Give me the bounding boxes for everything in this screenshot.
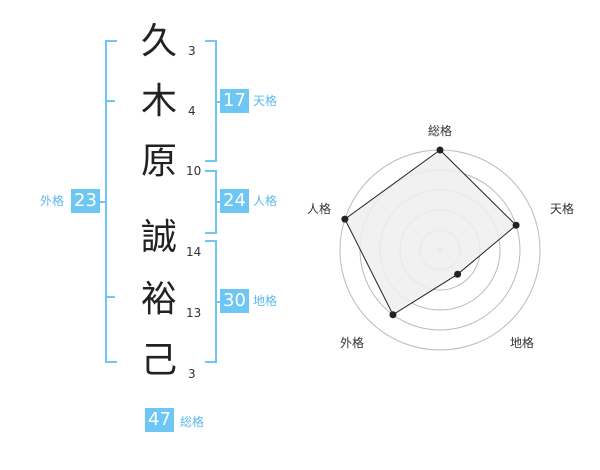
radar-point-2 (512, 221, 520, 229)
radar-series-shape (344, 149, 517, 316)
stroke-count-given-1: 14 (186, 245, 202, 259)
stroke-count-given-3: 3 (188, 367, 196, 381)
gaikaku-value-badge: 23 (71, 189, 100, 213)
tenkaku-label: 天格 (253, 94, 278, 108)
jinkaku-label: 人格 (253, 194, 278, 208)
kanji-given-2: 裕 (141, 279, 178, 320)
gaikaku-label: 外格 (40, 194, 65, 208)
gaikaku-bracket-connector (97, 201, 107, 203)
radar-point-5 (341, 215, 349, 223)
radar-point-1 (436, 146, 444, 154)
chikaku-value-badge: 30 (220, 289, 249, 313)
stroke-count-given-2: 13 (186, 306, 202, 320)
tenkaku-value-badge: 17 (220, 89, 249, 113)
chikaku-label: 地格 (253, 294, 278, 308)
soukaku-label: 総格 (180, 415, 205, 429)
radar-axis-label-5: 人格 (307, 202, 332, 216)
stroke-count-surname-2: 4 (188, 104, 196, 118)
kanji-surname-2: 木 (141, 81, 178, 122)
kanji-given-1: 誠 (141, 217, 178, 258)
kanji-surname-3: 原 (141, 141, 178, 182)
jinkaku-value-badge: 24 (220, 189, 249, 213)
tenkaku-bracket-connector (215, 101, 223, 103)
stroke-count-surname-3: 10 (186, 164, 202, 178)
radar-axis-label-1: 総格 (428, 124, 453, 138)
kanji-surname-1: 久 (141, 21, 178, 62)
stroke-count-surname-1: 3 (188, 44, 196, 58)
radar-axis-label-3: 地格 (510, 336, 535, 350)
gaikaku-bracket-tick-1 (105, 100, 115, 102)
radar-axis-label-2: 天格 (550, 202, 575, 216)
gaikaku-bracket-tick-2 (105, 296, 115, 298)
chikaku-bracket-connector (215, 301, 223, 303)
radar-point-4 (389, 311, 397, 319)
radar-point-3 (454, 270, 462, 278)
kanji-given-3: 己 (141, 340, 178, 381)
radar-axis-label-4: 外格 (340, 336, 365, 350)
jinkaku-bracket-connector (215, 201, 223, 203)
soukaku-value-badge: 47 (145, 408, 174, 432)
